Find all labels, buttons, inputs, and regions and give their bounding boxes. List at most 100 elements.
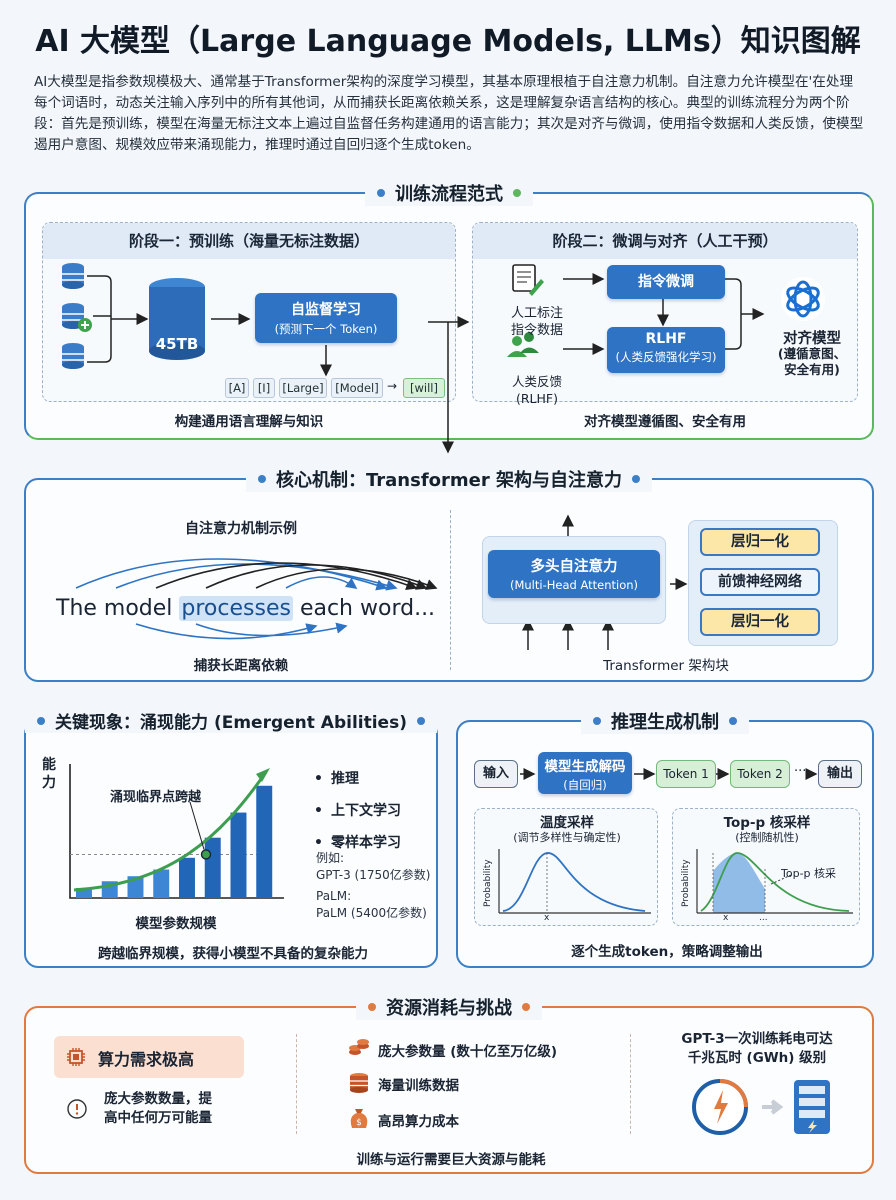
mha-sub: (Multi-Head Attention) <box>509 578 639 592</box>
chart-ylabel: 能 力 <box>42 757 56 791</box>
temperature-panel: 温度采样 (调节多样性与确定性) Probability x <box>474 808 658 926</box>
threshold-point <box>200 849 212 860</box>
topp-x-dots: ... <box>759 913 768 923</box>
rlhf-title: RLHF <box>645 331 687 347</box>
chip-icon <box>67 1048 85 1066</box>
examples: 例如: GPT-3 (1750亿参数) PaLM: PaLM (5400亿参数) <box>316 851 431 920</box>
token: [Large] <box>279 378 327 398</box>
emergent-caption: 跨越临界规模，获得小模型不具备的复杂能力 <box>98 946 368 962</box>
growth-arrowhead <box>256 768 270 782</box>
warning-icon <box>67 1099 87 1119</box>
ssl-title: 自监督学习 <box>291 302 361 318</box>
growth-curve <box>73 771 268 892</box>
attention-caption: 捕获长距离依赖 <box>193 658 289 674</box>
divider <box>450 510 451 670</box>
annotated-data-label: 人工标注 指令数据 <box>510 306 563 338</box>
ability-item: 零样本学习 <box>314 832 401 852</box>
topp-curve <box>696 849 853 914</box>
inference-caption: 逐个生成token，策略调整输出 <box>571 944 763 960</box>
human-feedback-label: 人类反馈 (RLHF) <box>511 374 562 406</box>
layer-norm-top: 层归一化 <box>700 528 820 556</box>
server-icon <box>794 1080 830 1134</box>
topp-panel: Top-p 核采样 (控制随机性) Probability Top-p 核采 x… <box>672 808 860 926</box>
energy-text: GPT-3一次训练耗电可达 千兆瓦时 (GWh) 级别 <box>681 1031 833 1066</box>
rlhf-box: RLHF (人类反馈强化学习) <box>607 327 725 373</box>
temperature-curve <box>498 849 651 914</box>
emergent-chart <box>69 764 284 899</box>
compute-badge: 算力需求极高 <box>54 1036 244 1078</box>
inference-section-title: 推理生成机制 <box>581 708 749 734</box>
temp-prob-label: Probability <box>483 859 493 907</box>
chart-bar <box>230 812 247 898</box>
inference-section: 推理生成机制 输入 模型生成解码 (自回归) Token 1 Token 2 ·… <box>456 708 874 968</box>
resource-item: 庞大参数量 (数十亿至万亿级) <box>378 1044 558 1060</box>
db-size-label: 45TB <box>155 335 199 353</box>
emergent-section: 关键现象：涌现能力 (Emergent Abilities) 能 力 涌现临界点… <box>24 708 438 968</box>
compute-label: 算力需求极高 <box>98 1050 195 1069</box>
output-box: 输出 <box>818 760 862 788</box>
temp-sub: (调节多样性与确定性) <box>513 831 621 844</box>
mha-box: 多头自注意力 (Multi-Head Attention) <box>488 550 660 598</box>
core-section-title: 核心机制：Transformer 架构与自注意力 <box>245 466 653 492</box>
stage2-diagram <box>507 264 825 357</box>
token-ellipsis: ··· <box>794 764 807 779</box>
layer-norm-bottom: 层归一化 <box>700 608 820 636</box>
block-caption: Transformer 架构块 <box>603 658 729 674</box>
predicted-token: [will] <box>403 378 445 398</box>
openai-logo-icon <box>781 277 825 321</box>
resource-item: 海量训练数据 <box>378 1078 459 1094</box>
document-edit-icon <box>512 264 544 296</box>
intro-paragraph: AI大模型是指参数规模极大、通常基于Transformer架构的深度学习模型，其… <box>34 74 864 153</box>
abilities-list: 推理 上下文学习 零样本学习 <box>314 768 401 864</box>
divider <box>630 1034 631 1134</box>
sft-box: 指令微调 <box>607 265 725 299</box>
users-icon <box>507 332 539 357</box>
attention-title: 自注意力机制示例 <box>185 521 297 537</box>
aligned-model-sub: (遵循意图、 安全有用) <box>777 346 847 377</box>
training-section: 训练流程范式 阶段一：预训练（海量无标注数据） <box>24 180 874 454</box>
input-box: 输入 <box>474 760 518 788</box>
decoder-box: 模型生成解码 (自回归) <box>538 752 632 794</box>
mha-title: 多头自注意力 <box>530 559 618 575</box>
token: [I] <box>253 378 275 398</box>
stage2-panel: 阶段二：微调与对齐（人工干预） <box>472 222 858 406</box>
training-section-title: 训练流程范式 <box>365 180 533 206</box>
chart-xlabel: 模型参数规模 <box>135 916 217 932</box>
token: [A] <box>225 378 249 398</box>
ability-item: 上下文学习 <box>314 800 401 820</box>
topp-sub: (控制随机性) <box>735 831 799 844</box>
coins-icon <box>349 1039 369 1055</box>
emergent-section-title: 关键现象：涌现能力 (Emergent Abilities) <box>25 708 437 733</box>
database-icon <box>62 263 84 289</box>
decoder-sub: (自回归) <box>563 778 607 792</box>
focus-word: processes <box>179 596 293 621</box>
stage1-title: 阶段一：预训练（海量无标注数据） <box>43 223 455 259</box>
temp-title: 温度采样 <box>540 815 594 831</box>
stage2-caption: 对齐模型遵循图、安全有用 <box>584 414 746 430</box>
core-section: 核心机制：Transformer 架构与自注意力 自注意力机制示例 The mo… <box>24 466 874 682</box>
stage1-panel: 阶段一：预训练（海量无标注数据） <box>42 222 456 402</box>
ffn-box: 前馈神经网络 <box>700 568 820 596</box>
token-arrow: → <box>387 379 398 393</box>
inference-flow-arrows <box>520 768 818 780</box>
topp-prob-label: Probability <box>681 859 691 907</box>
rlhf-sub: (人类反馈强化学习) <box>615 350 717 364</box>
token-1: Token 1 <box>656 760 716 788</box>
ssl-sub: (预测下一个 Token) <box>274 322 378 336</box>
stage1-caption: 构建通用语言理解与知识 <box>174 414 324 430</box>
topp-annotation: Top-p 核采 <box>781 867 837 880</box>
self-supervised-box: 自监督学习 (预测下一个 Token) <box>255 293 397 343</box>
energy-illustration <box>692 1079 830 1135</box>
money-bag-icon: $ <box>350 1109 368 1128</box>
topp-x-label: x <box>723 913 729 923</box>
divider <box>296 1034 297 1134</box>
chart-axis <box>69 764 284 899</box>
compute-note: 庞大参数数量，提 高中任何万可能量 <box>104 1091 212 1126</box>
stage2-title: 阶段二：微调与对齐（人工干预） <box>473 223 857 259</box>
resources-caption: 训练与运行需要巨大资源与能耗 <box>356 1152 546 1168</box>
chart-bar <box>76 887 92 898</box>
database-add-icon <box>62 303 92 332</box>
threshold-leader <box>189 801 205 850</box>
chart-bar <box>256 785 273 898</box>
resource-item: 高昂算力成本 <box>378 1114 459 1130</box>
